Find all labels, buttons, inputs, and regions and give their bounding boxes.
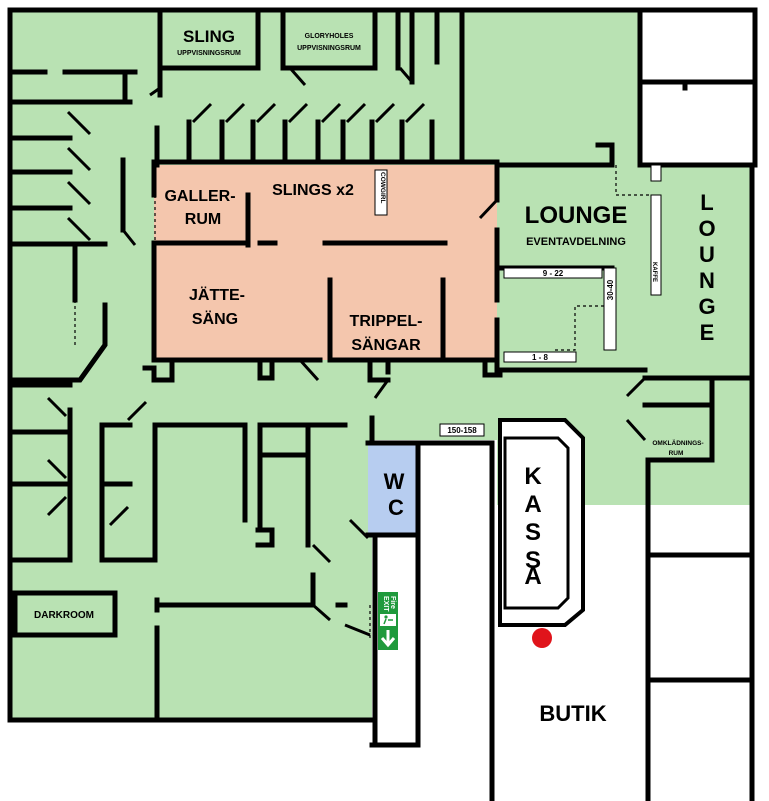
label-galler-2: RUM: [185, 211, 221, 228]
label-kassa-3: S: [525, 547, 541, 574]
fire-exit-line2: EXIT: [382, 596, 389, 612]
label-darkroom: DARKROOM: [34, 610, 94, 621]
label-omkladning-1: OMKLÄDNINGS-: [652, 439, 703, 447]
locker-tags: [374, 164, 662, 437]
label-lockers-150-158: 150-158: [447, 426, 477, 435]
room-labels: SLING UPPVISNINGSRUM GLORYHOLES UPPVISNI…: [34, 27, 716, 726]
label-kassa-4: A: [524, 563, 541, 590]
label-sling-sub: UPPVISNINGSRUM: [177, 50, 241, 57]
label-lounge-v-0: L: [700, 190, 713, 215]
label-gloryholes-sub: UPPVISNINGSRUM: [297, 45, 361, 52]
label-kassa-0: K: [524, 463, 542, 490]
room-fills: [10, 10, 754, 801]
label-eventavdelning: EVENTAVDELNING: [526, 236, 626, 248]
cashier-counter: [498, 418, 585, 627]
label-slings-x2: SLINGS x2: [272, 182, 354, 199]
fire-exit-line1: Fire: [389, 596, 396, 609]
label-lockers-1-8: 1 - 8: [532, 353, 549, 362]
label-gloryholes: GLORYHOLES: [305, 33, 354, 40]
label-lockers-30-40: 30-40: [606, 279, 615, 300]
label-jatte-2: SÄNG: [192, 310, 238, 328]
label-kassa-2: S: [525, 519, 541, 546]
fire-exit-sign: Fire EXIT: [378, 592, 398, 650]
you-are-here-marker: [532, 628, 552, 648]
label-kassa-1: A: [524, 491, 541, 518]
label-cowgirl: COWGIRL: [379, 172, 386, 203]
label-lounge-v-3: N: [699, 268, 715, 293]
label-trippel-2: SÄNGAR: [351, 336, 421, 354]
label-kaffe: KAFFE: [651, 262, 657, 282]
walls: [7, 7, 758, 801]
label-omkladning-2: RUM: [669, 450, 684, 457]
label-wc-2: C: [388, 495, 404, 520]
dashed-lines: [74, 165, 650, 640]
label-lounge-main: LOUNGE: [525, 202, 628, 229]
label-lockers-9-22: 9 - 22: [543, 269, 564, 278]
locker-labels: 9 - 22 30-40 1 - 8 150-158: [447, 269, 615, 435]
label-galler-1: GALLER-: [164, 188, 235, 205]
label-trippel-1: TRIPPEL-: [350, 313, 423, 330]
label-wc-1: W: [384, 469, 405, 494]
label-lounge-v-2: U: [699, 242, 715, 267]
label-butik: BUTIK: [539, 701, 606, 726]
label-sling: SLING: [183, 27, 235, 46]
label-jatte-1: JÄTTE-: [189, 286, 245, 304]
doors: [46, 67, 647, 637]
label-lounge-v-1: O: [698, 216, 715, 241]
label-lounge-v-4: G: [698, 294, 715, 319]
label-lounge-v-5: E: [700, 320, 715, 345]
